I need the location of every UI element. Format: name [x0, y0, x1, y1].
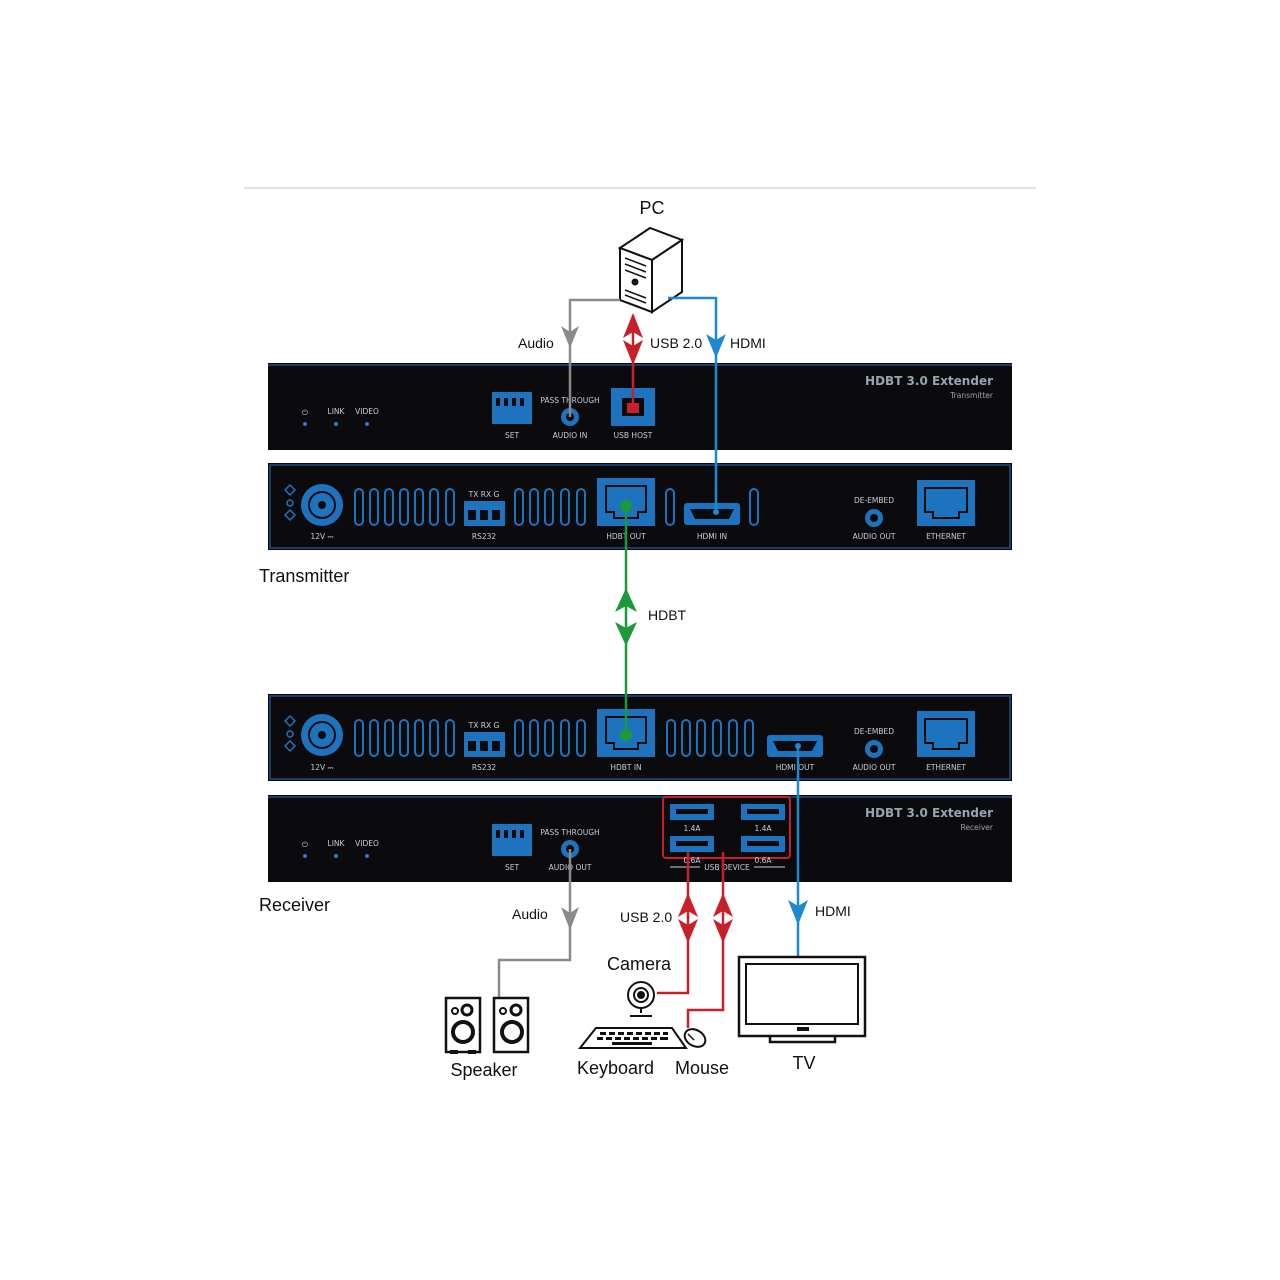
rx-de-embed-label: DE-EMBED	[854, 727, 894, 736]
usb-rating-2: 1.4A	[754, 824, 772, 833]
rx-set-label: SET	[505, 863, 519, 872]
hdmi-out-label: HDMI OUT	[776, 763, 815, 772]
rx-audio-out-label: AUDIO OUT	[853, 763, 896, 772]
tx-usb-arrow-up	[623, 313, 643, 338]
usb-device-highlight	[662, 796, 791, 859]
tx-audio-label: Audio	[518, 335, 554, 351]
tx-hdmi-cable	[668, 296, 718, 512]
transmitter-label: Transmitter	[259, 566, 349, 586]
hdbt-in-label: HDBT IN	[610, 763, 641, 772]
transmitter-front-panel: HDBT 3.0 Extender Transmitter ⏻ LINK VID…	[268, 363, 1012, 450]
set-label: SET	[505, 431, 519, 440]
link-led	[334, 422, 338, 426]
hdbt-arrow-down	[615, 622, 637, 646]
rx-audio-label: Audio	[512, 906, 548, 922]
power-icon: ⏻	[302, 408, 309, 417]
rx-hdmi-label: HDMI	[815, 903, 851, 919]
tv-icon	[737, 955, 867, 1044]
power-led	[303, 422, 307, 426]
hdbt-label: HDBT	[648, 607, 687, 623]
tv-label: TV	[792, 1053, 815, 1073]
rx-hdmi-arrow	[788, 900, 808, 925]
hdbt-arrow-up	[615, 588, 637, 612]
rx-rs232-label: RS232	[472, 763, 497, 772]
ethernet-label: ETHERNET	[926, 532, 966, 541]
usb-host-label: USB HOST	[614, 431, 653, 440]
rx-pass-through-label: PASS THROUGH	[540, 828, 599, 837]
usb-device-label: USB DEVICE	[704, 863, 750, 872]
keyboard-icon	[577, 1027, 688, 1049]
tx-title: HDBT 3.0 Extender	[865, 374, 993, 388]
tx-usb-label: USB 2.0	[650, 335, 702, 351]
tx-audio-arrow	[561, 326, 579, 348]
rx-title: HDBT 3.0 Extender	[865, 806, 993, 820]
transmitter-rear-panel: 12V ⎓ TX RX G RS232 HDBT OUT HDMI IN DE-…	[268, 463, 1012, 550]
set-dip-switch	[492, 392, 532, 424]
rx-audio-cable	[497, 849, 572, 998]
usb-rating-4: 0.6A	[754, 856, 772, 865]
video-led	[365, 422, 369, 426]
rx-ethernet-label: ETHERNET	[926, 763, 966, 772]
rx-rs232-pins-label: TX RX G	[468, 721, 500, 730]
pc-icon	[617, 226, 685, 314]
mouse-icon	[683, 1028, 707, 1048]
rx-subtitle: Receiver	[961, 823, 994, 832]
keyboard-label: Keyboard	[577, 1058, 654, 1078]
usb-rating-1: 1.4A	[683, 824, 701, 833]
tx-hdmi-label: HDMI	[730, 335, 766, 351]
audio-out-label: AUDIO OUT	[853, 532, 896, 541]
mouse-label: Mouse	[675, 1058, 729, 1078]
receiver-rear-panel: 12V ⎓ TX RX G RS232 HDBT IN HDMI OUT DE-…	[268, 694, 1012, 781]
rs232-pins-label: TX RX G	[468, 490, 500, 499]
rx-usb-label: USB 2.0	[620, 909, 672, 925]
receiver-label: Receiver	[259, 895, 330, 915]
led-link-label: LINK	[328, 407, 346, 416]
tx-hdmi-arrow	[706, 334, 726, 358]
rs232-label: RS232	[472, 532, 497, 541]
rx-led-video-label: VIDEO	[355, 839, 379, 848]
tx-usb-arrow-down	[623, 340, 643, 365]
de-embed-label: DE-EMBED	[854, 496, 894, 505]
hdmi-in-label: HDMI IN	[697, 532, 727, 541]
pc-label: PC	[639, 198, 664, 218]
rx-power-label: 12V ⎓	[310, 763, 334, 772]
power-label: 12V ⎓	[310, 532, 334, 541]
usb-rating-3: 0.6A	[683, 856, 701, 865]
rx-audio-arrow	[561, 907, 579, 930]
camera-icon	[627, 981, 655, 1017]
speaker-label: Speaker	[450, 1060, 517, 1080]
rx-power-icon: ⏻	[302, 840, 309, 849]
rx-led-link-label: LINK	[328, 839, 346, 848]
tx-audio-cable	[568, 298, 620, 417]
camera-label: Camera	[607, 954, 672, 974]
receiver-front-panel: HDBT 3.0 Extender Receiver ⏻ LINK VIDEO …	[268, 795, 1012, 882]
audio-in-label: AUDIO IN	[553, 431, 588, 440]
rx-set-dip-switch	[492, 824, 532, 856]
speaker-icon	[444, 996, 530, 1054]
led-video-label: VIDEO	[355, 407, 379, 416]
tx-subtitle: Transmitter	[949, 391, 994, 400]
